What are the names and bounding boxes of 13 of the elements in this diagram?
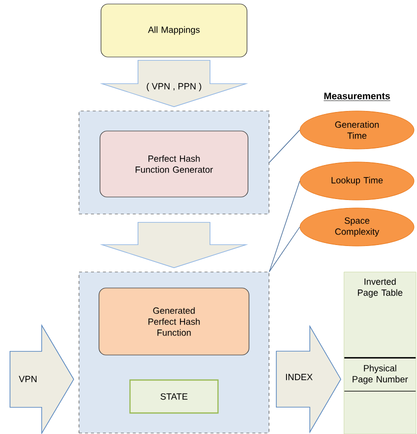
- leader-line: [269, 226, 300, 272]
- state-box: STATE: [129, 379, 219, 414]
- leader-line: [269, 180, 300, 272]
- mapping-box: All Mappings: [100, 4, 248, 58]
- heading: Measurements: [324, 92, 390, 101]
- edge-label: ( VPN , PPN ): [145, 82, 203, 92]
- block-arrow: [100, 222, 248, 268]
- table-row: Physical Page Number: [344, 357, 416, 392]
- process-box: Perfect Hash Function Generator: [100, 130, 248, 198]
- leader-line: [269, 130, 300, 163]
- block-arrow: [10, 324, 74, 434]
- process-box: Generated Perfect Hash Function: [98, 288, 250, 356]
- block-arrow: [276, 324, 342, 434]
